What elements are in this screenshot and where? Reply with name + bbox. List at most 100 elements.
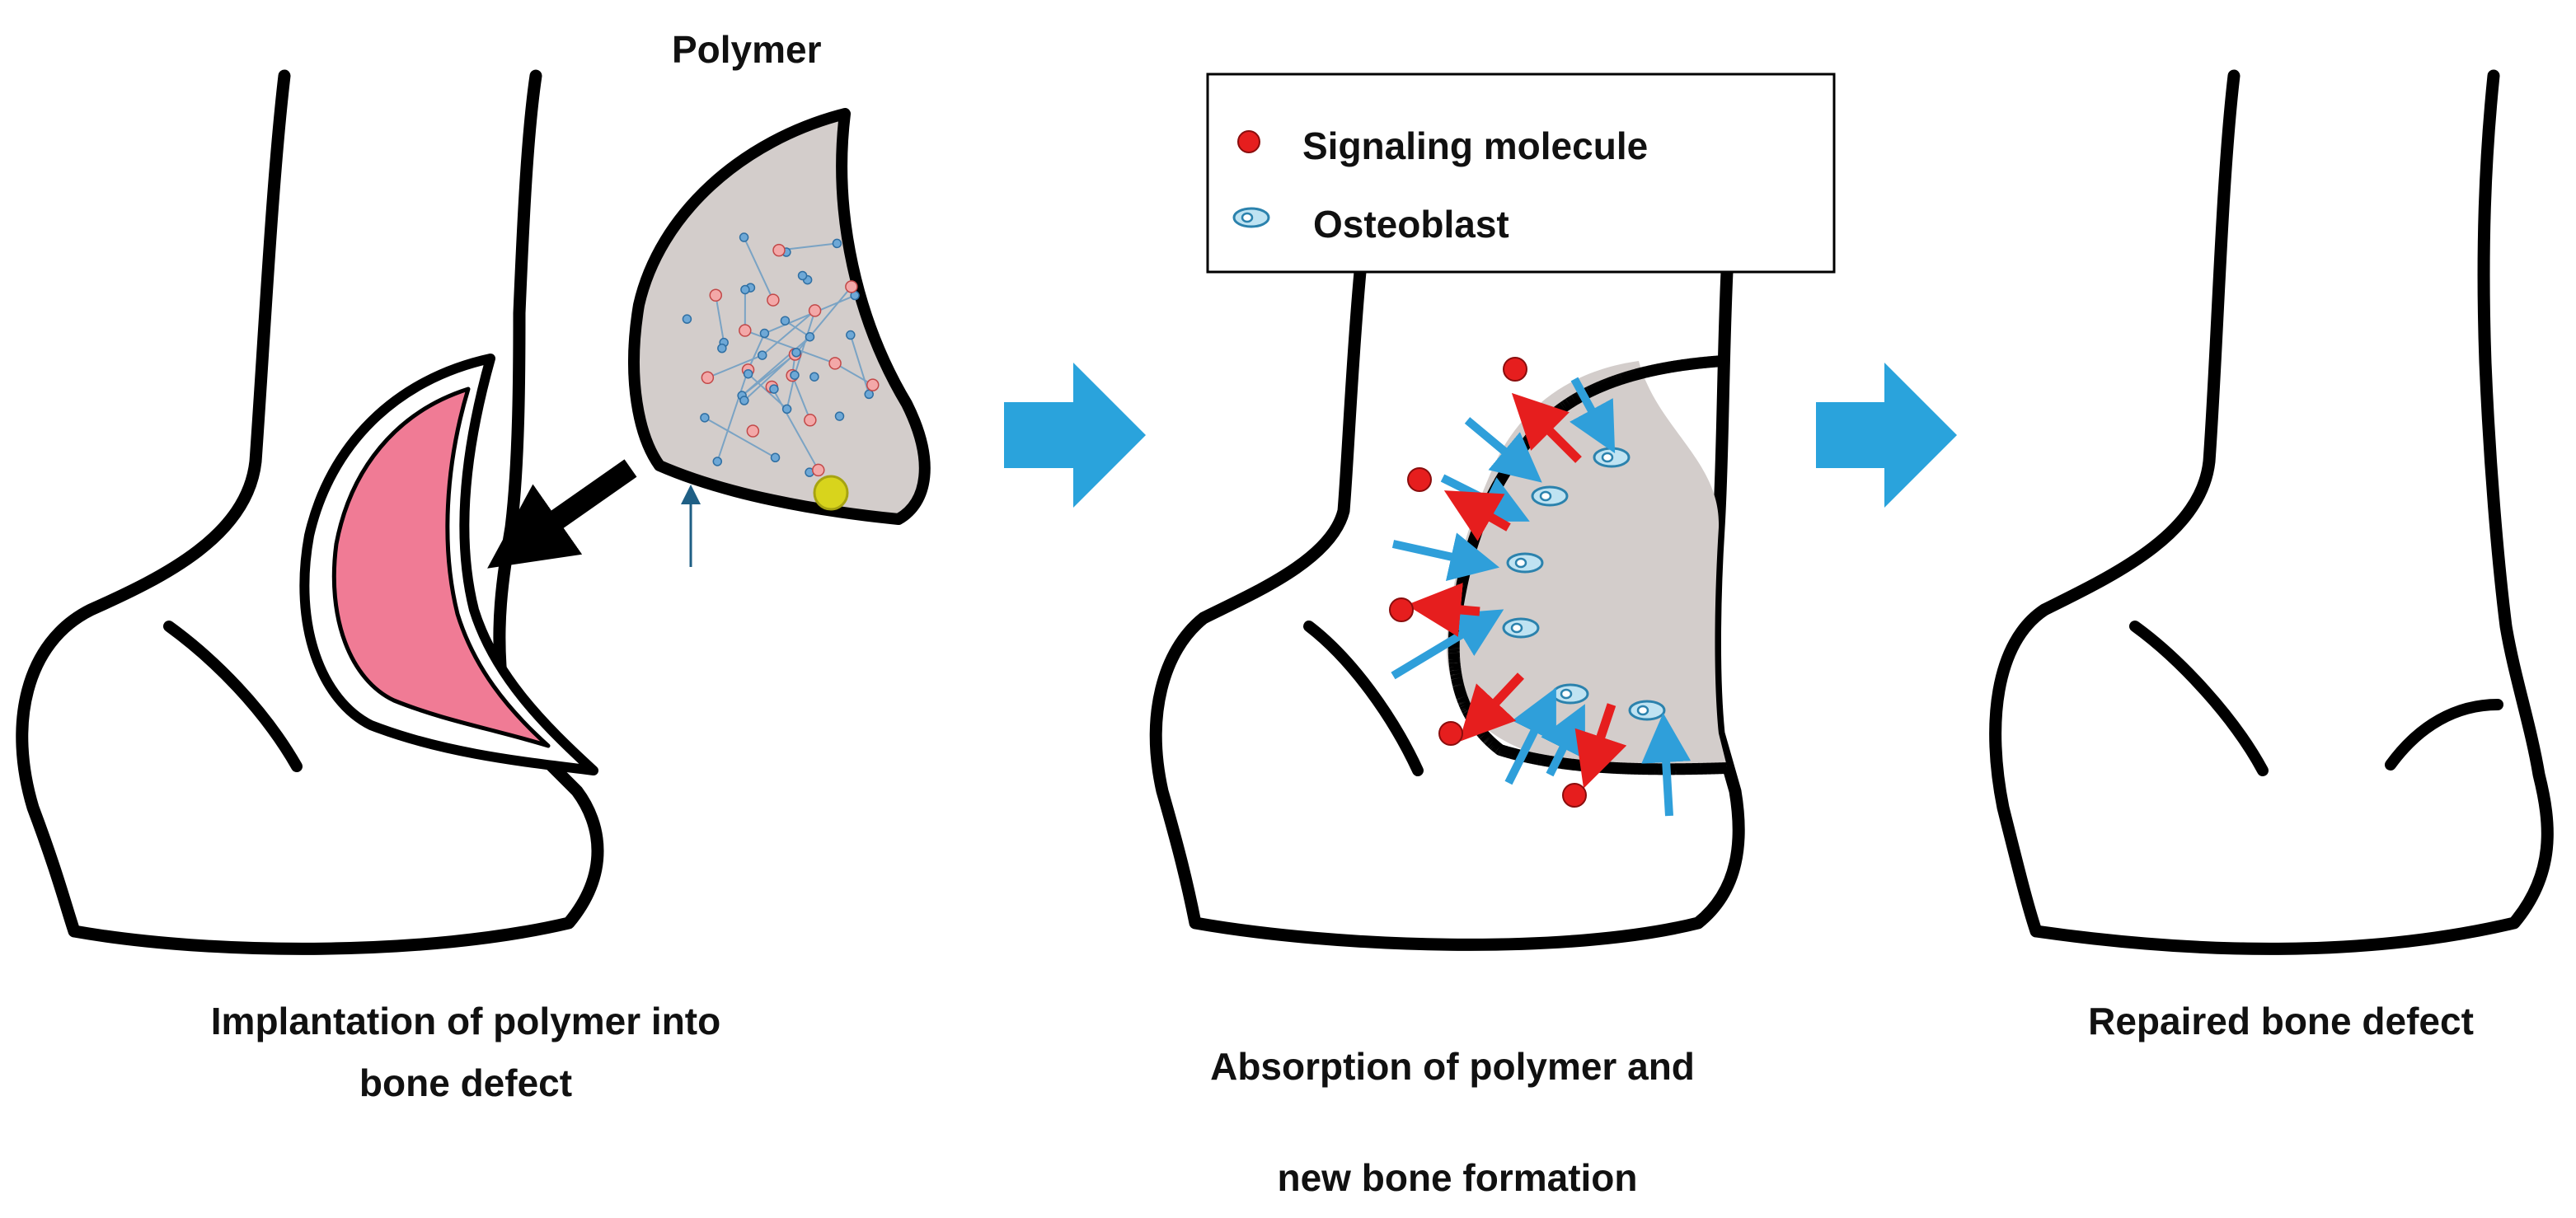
caption-left-line1: Implantation of polymer into [211,1000,720,1042]
network-node [759,328,770,339]
blue-migration-arrow [1570,377,1616,454]
network-node [770,452,781,463]
network-signal-node [828,357,842,370]
network-bond [849,335,870,395]
left-bone-outline [16,69,604,955]
blue-migration-arrow [1504,687,1556,785]
middle-panel-bone [1149,265,1745,951]
network-node [739,232,749,242]
left-condyle-line [163,621,303,772]
red-dot-icon [1562,783,1587,808]
polymer-network [682,232,880,477]
network-signal-node [804,414,817,427]
network-signal-node [701,371,715,385]
implant-arrow [487,459,637,569]
polymer-scaffold [628,108,931,567]
blue-migration-arrow [1541,704,1585,777]
osteoblast-cell-icon [1551,683,1589,705]
network-node [797,270,808,281]
left-panel-bone [16,69,637,955]
middle-condyle-line [1303,621,1424,776]
blue-migration-arrow [1641,713,1692,817]
network-bond [744,330,836,364]
osteoblast-cell-icon [1232,207,1270,228]
legend-label-osteoblast: Osteoblast [1313,203,1509,246]
right-condyle-line [2129,621,2269,776]
osteoblast-cell-icon [1502,617,1540,639]
network-signal-node [767,293,780,307]
network-bond [771,386,819,471]
network-node [864,389,874,400]
network-bond [704,416,777,459]
osteoblast-cell-icon [1628,700,1666,721]
network-bond [794,286,852,355]
network-node [740,284,750,295]
legend-box [1206,73,1836,274]
network-node [781,404,792,415]
network-node [743,368,753,379]
network-signal-node [845,280,858,293]
network-bond [716,369,749,462]
network-node [805,331,815,342]
red-signal-arrow [1443,490,1511,541]
network-signal-node [746,424,760,438]
right-bone-outline [1989,69,2554,955]
network-signal-node [709,288,723,302]
network-node [780,316,791,326]
network-signal-node [866,378,880,391]
osteoblast-cell-icon [1593,447,1631,468]
osteoblast-cell-icon [1506,552,1544,574]
red-signal-arrow [1574,703,1627,789]
network-bond [744,352,797,401]
cell-migration-marks [1389,357,1692,817]
legend: Signaling molecule Osteoblast [1206,73,1836,274]
flow-arrow-2 [1816,363,1957,508]
network-node [769,384,779,394]
network-signal-node [812,463,825,477]
defect-cavity-fill [331,386,551,748]
osteoblast-cell-icon [1531,485,1569,507]
legend-label-signaling: Signaling molecule [1302,124,1648,167]
caption-right: Repaired bone defect [2088,1000,2474,1042]
red-dot-icon [1237,130,1260,153]
network-node [712,457,723,466]
network-bond [743,237,774,301]
red-dot-icon [1503,357,1527,382]
network-signal-node [808,304,822,317]
network-node [832,238,842,249]
red-signal-arrow [1458,672,1525,743]
network-bond [715,295,725,343]
polymer-label: Polymer [672,28,822,71]
network-signal-node [739,324,752,337]
network-node [790,370,800,380]
network-node [791,348,801,358]
network-bond [747,333,766,371]
network-node [757,350,767,360]
caption-left-line2: bone defect [359,1061,572,1104]
network-bond [741,335,811,396]
red-signal-arrow [1406,583,1480,637]
network-node [809,372,819,382]
network-bond [706,354,763,379]
network-bond [834,363,874,386]
red-dot-icon [1438,721,1463,746]
caption-middle-line1: Absorption of polymer and [1210,1045,1695,1088]
network-bond [762,310,816,356]
network-node [834,411,845,421]
flow-arrow-1 [1004,363,1146,508]
blue-migration-arrow [1464,417,1542,483]
right-panel-bone [1989,69,2554,955]
network-node [682,314,692,324]
yellow-sphere-icon [813,475,849,511]
blue-migration-arrow [1391,532,1500,581]
network-node [846,330,856,340]
red-dot-icon [1389,597,1414,622]
network-bond [784,320,811,338]
right-repaired-line [2385,699,2503,771]
caption-middle-line2: new bone formation [1278,1156,1638,1199]
network-node [700,413,710,423]
network-node [717,343,727,354]
network-node [739,396,749,405]
network-bond [791,375,811,421]
